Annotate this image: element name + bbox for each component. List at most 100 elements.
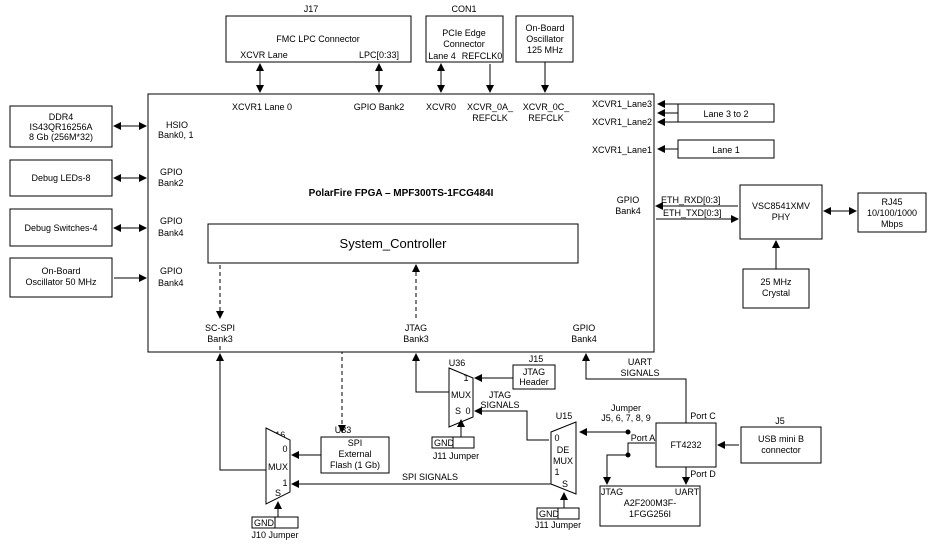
j5-line2: connector: [761, 445, 801, 455]
xcvr-0a-label: XCVR_0A_: [467, 102, 514, 112]
rj45-line3: Mbps: [881, 219, 904, 229]
jumper-note-1: Jumper: [611, 403, 641, 413]
osc125-line1: On-Board: [525, 23, 564, 33]
a2f-line1: A2F200M3F-: [624, 498, 677, 508]
j17-xcvr-lane: XCVR Lane: [240, 50, 288, 60]
u16-mux-label: MUX: [268, 462, 288, 472]
sc-spi-to-flash-dashed: [219, 346, 346, 433]
gpio-bank2-left-label: GPIO: [160, 167, 183, 177]
osc50-line1: On-Board: [41, 266, 80, 276]
u15-ref: U15: [556, 411, 573, 421]
crystal-line1: 25 MHz: [760, 277, 792, 287]
u33-line3: Flash (1 Gb): [330, 460, 380, 470]
gpio-bank4-bottom-bank: Bank4: [571, 334, 597, 344]
j5-ref: J5: [775, 416, 785, 426]
debug-leds-label: Debug LEDs-8: [31, 173, 90, 183]
ft4232-label: FT4232: [670, 440, 701, 450]
debug-switches-label: Debug Switches-4: [24, 223, 97, 233]
eth-rxd-label: ETH_RXD[0:3]: [661, 195, 721, 205]
debug-leds-block: [9, 159, 113, 197]
port-a-label: Port A: [631, 433, 656, 443]
gpio-bank4-left-a-bank: Bank4: [158, 228, 184, 238]
jtag-bank3-label: JTAG: [405, 323, 427, 333]
uart-signals-line: [582, 353, 687, 432]
jtag-bank3-bank: Bank3: [403, 334, 429, 344]
j15-ref: J15: [529, 354, 544, 364]
a2f-block: [599, 485, 701, 527]
gpio-bank4-right-bank: Bank4: [615, 206, 641, 216]
j11-jumper-a: J11 Jumper: [433, 451, 479, 461]
fpga-block: [147, 93, 655, 353]
a2f-line2: 1FGG256I: [629, 509, 671, 519]
lane3to2-label: Lane 3 to 2: [703, 109, 748, 119]
jtag-signals-line: [474, 407, 549, 441]
con1-ref: CON1: [451, 4, 476, 14]
uart-signals-1: UART: [628, 357, 653, 367]
con1-lane4: Lane 4: [428, 51, 456, 61]
con1-refclk0: REFCLK0: [462, 51, 503, 61]
xcvr-0c-label: XCVR_0C_: [523, 102, 571, 112]
u16-in0: 0: [282, 444, 287, 454]
system-controller-label: System_Controller: [340, 236, 448, 251]
xcvr1-lane1-label: XCVR1_Lane1: [592, 145, 652, 155]
gpio-bank4-right-label: GPIO: [617, 195, 640, 205]
system-controller-block: [207, 223, 579, 264]
u36-gnd: GND: [434, 438, 455, 448]
osc-125mhz-block: [515, 15, 574, 63]
xcvr-0c-refclk: REFCLK: [528, 113, 564, 123]
a2f-jtag: JTAG: [601, 487, 623, 497]
ddr4-line3: 8 Gb (256M*32): [29, 132, 93, 142]
port-d-label: Port D: [690, 469, 716, 479]
ddr4-line2: IS43QR16256A: [29, 122, 92, 132]
gpio-bank2-top-label: GPIO Bank2: [354, 102, 405, 112]
hsio-label: HSIO: [166, 120, 188, 130]
xcvr-0a-refclk: REFCLK: [472, 113, 508, 123]
u15-gnd: GND: [539, 509, 560, 519]
fpga-title: PolarFire FPGA – MPF300TS-1FCG484I: [309, 188, 494, 199]
osc50-line2: Oscillator 50 MHz: [25, 277, 97, 287]
uart-signals-2: SIGNALS: [620, 368, 659, 378]
xcvr1-lane3-label: XCVR1_Lane3: [592, 99, 652, 109]
xcvr1-lane0-label: XCVR1 Lane 0: [232, 102, 292, 112]
j17-ref: J17: [304, 4, 319, 14]
j11-jumper-b: J11 Jumper: [535, 520, 581, 530]
crystal-line2: Crystal: [762, 288, 790, 298]
u15-de: DE: [557, 445, 570, 455]
lane1-label: Lane 1: [712, 145, 740, 155]
u15-in0: 0: [554, 433, 559, 443]
u33-line1: SPI: [348, 438, 363, 448]
gpio-bank4-left-a-label: GPIO: [160, 216, 183, 226]
u33-line2: External: [338, 449, 371, 459]
j5-usb-block: [740, 426, 822, 464]
eth-txd-label: ETH_TXD[0:3]: [663, 208, 722, 218]
ft4232-block: [655, 422, 717, 468]
jtag-signals-1: JTAG: [489, 390, 511, 400]
debug-switches-block: [9, 208, 113, 247]
sc-spi-label: SC-SPI: [205, 323, 235, 333]
osc125-line3: 125 MHz: [527, 45, 564, 55]
phy-block: [739, 184, 823, 240]
gpio-bank4-left-b-label: GPIO: [160, 266, 183, 276]
u36-ref: U36: [449, 358, 466, 368]
gpio-bank4-bottom-label: GPIO: [573, 323, 596, 333]
u36-in1: 1: [463, 373, 468, 383]
port-a-line: [603, 442, 655, 485]
gpio-bank4-left-b-bank: Bank4: [158, 278, 184, 288]
j17-lpc: LPC[0:33]: [359, 50, 399, 60]
u33-spi-flash: [320, 436, 390, 474]
hsio-bank-label: Bank0, 1: [158, 130, 194, 140]
spi-signals-label: SPI SIGNALS: [402, 472, 458, 482]
u36-mux: [448, 367, 474, 428]
j15-line2: Header: [519, 377, 549, 387]
ddr4-block: [9, 105, 113, 148]
con1-title-1: PCIe Edge: [442, 28, 486, 38]
u16-gnd: GND: [254, 518, 275, 528]
phy-line1: VSC8541XMV: [752, 201, 810, 211]
rj45-line1: RJ45: [881, 197, 902, 207]
jumper-dot-top: [625, 429, 631, 435]
jtag-signals-2: SIGNALS: [480, 400, 519, 410]
u36-mux-label: MUX: [451, 390, 471, 400]
u16-in1: 1: [282, 478, 287, 488]
